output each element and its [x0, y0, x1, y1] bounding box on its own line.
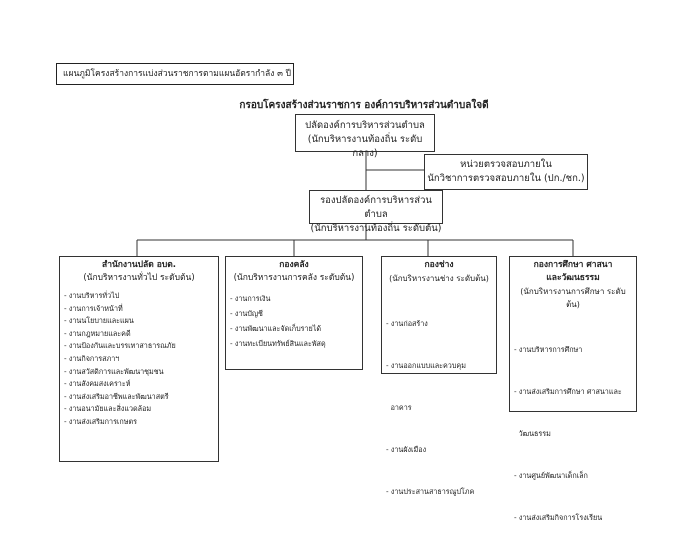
chief-administrator-title: ปลัดองค์การบริหารส่วนตำบล — [305, 120, 425, 131]
chief-administrator-level: (นักบริหารงานท้องถิ่น ระดับกลาง) — [307, 134, 423, 159]
internal-audit-title: หน่วยตรวจสอบภายใน — [460, 159, 552, 170]
deputy-administrator-box: รองปลัดองค์การบริหารส่วนตำบล (นักบริหารง… — [309, 190, 443, 234]
department-box-public-works: กองช่าง (นักบริหารงานช่าง ระดับต้น) - งา… — [381, 256, 497, 496]
chart-title: กรอบโครงสร้างส่วนราชการ องค์การบริหารส่ว… — [239, 100, 489, 111]
list-item: วัฒนธรรม — [514, 429, 551, 438]
list-item: - งานทะเบียนทรัพย์สินและพัสดุ — [230, 339, 326, 348]
list-item: - งานศูนย์พัฒนาเด็กเล็ก — [514, 471, 588, 480]
list-item: - งานพัฒนาและจัดเก็บรายได้ — [230, 324, 322, 333]
department-level: (นักบริหารงานทั่วไป ระดับต้น) — [83, 273, 195, 283]
list-item: - งานส่งเสริมอาชีพและพัฒนาสตรี — [64, 391, 169, 401]
department-box-education: กองการศึกษา ศาสนา และวัฒนธรรม (นักบริหาร… — [509, 256, 637, 522]
department-level: (นักบริหารงานช่าง ระดับต้น) — [389, 274, 489, 283]
header-label: แผนภูมิโครงสร้างการแบ่งส่วนราชการตามแผนอ… — [63, 69, 292, 79]
department-title: กองช่าง — [424, 260, 454, 270]
list-item: - งานกิจการสภาฯ — [64, 353, 120, 363]
list-item: - งานสวัสดิการและพัฒนาชุมชน — [64, 366, 164, 376]
list-item: - งานอนามัยและสิ่งแวดล้อม — [64, 404, 152, 414]
list-item: - งานป้องกันและบรรเทาสาธารณภัย — [64, 341, 176, 351]
department-title-line2: และวัฒนธรรม — [546, 273, 600, 283]
department-box-finance: กองคลัง (นักบริหารงานการคลัง ระดับต้น) -… — [225, 256, 363, 370]
connector-lines — [136, 152, 574, 256]
header-label-box: แผนภูมิโครงสร้างการแบ่งส่วนราชการตามแผนอ… — [56, 63, 294, 85]
list-item: - งานผังเมือง — [386, 445, 427, 454]
internal-audit-position: นักวิชาการตรวจสอบภายใน (ปก./ชก.) — [427, 173, 585, 184]
department-title: กองคลัง — [279, 260, 309, 270]
list-item: - งานประสานสาธารณูปโภค — [386, 487, 475, 496]
chief-administrator-box: ปลัดองค์การบริหารส่วนตำบล (นักบริหารงานท… — [295, 114, 435, 159]
list-item: - งานนโยบายและแผน — [64, 316, 134, 326]
department-level: (นักบริหารงานการคลัง ระดับต้น) — [233, 273, 355, 283]
list-item: - งานสังคมสงเคราะห์ — [64, 379, 131, 389]
deputy-administrator-level: (นักบริหารงานท้องถิ่น ระดับต้น) — [310, 223, 442, 234]
internal-audit-box: หน่วยตรวจสอบภายใน นักวิชาการตรวจสอบภายใน… — [424, 154, 588, 190]
list-item: - งานบริหารการศึกษา — [514, 345, 583, 354]
deputy-administrator-title: รองปลัดองค์การบริหารส่วนตำบล — [320, 195, 432, 220]
list-item: - งานการเจ้าหน้าที่ — [64, 303, 123, 313]
list-item: - งานก่อสร้าง — [386, 319, 428, 328]
list-item: - งานส่งเสริมการเกษตร — [64, 416, 137, 426]
list-item: - งานบริหารทั่วไป — [64, 291, 120, 300]
list-item: - งานส่งเสริมการศึกษา ศาสนาและ — [514, 387, 622, 396]
list-item: อาคาร — [386, 403, 412, 412]
department-level: (นักบริหารงานการศึกษา ระดับต้น) — [520, 287, 626, 309]
list-item: - งานออกแบบและควบคุม — [386, 361, 466, 370]
department-box-office-of-clerk: สำนักงานปลัด อบต. (นักบริหารงานทั่วไป ระ… — [59, 256, 219, 462]
list-item: - งานบัญชี — [230, 309, 263, 318]
list-item: - งานส่งเสริมกิจการโรงเรียน — [514, 513, 603, 522]
list-item: - งานกฎหมายและคดี — [64, 328, 131, 338]
department-title: กองการศึกษา ศาสนา — [533, 260, 613, 270]
list-item: - งานการเงิน — [230, 294, 271, 303]
department-title: สำนักงานปลัด อบต. — [102, 260, 176, 270]
